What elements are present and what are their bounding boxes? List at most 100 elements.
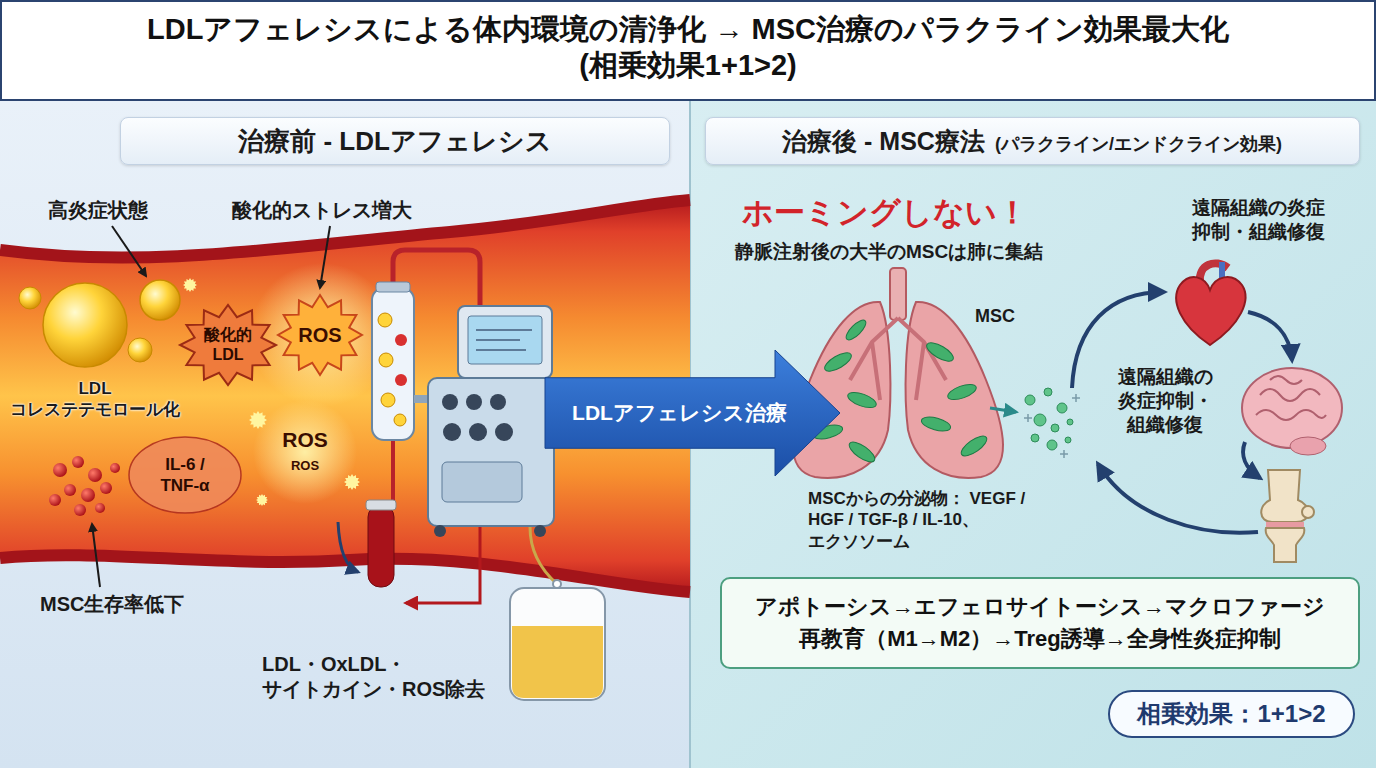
node-content: 治療後 - MSC療法(パラクライン/エンドクライン効果) (782, 125, 1282, 158)
waste-bag (510, 588, 605, 700)
warning-text: ホーミングしない！ (742, 194, 1028, 233)
apheresis-machine (495, 423, 513, 441)
organ-label: 遠隔組織の 炎症抑制・ 組織修復 (1110, 365, 1220, 436)
red-blood-cells (88, 468, 102, 482)
oxidative-burst (180, 305, 276, 385)
ldl-particle (43, 283, 127, 367)
brain (1242, 368, 1342, 448)
msc-cell (843, 317, 868, 342)
knee-joint (1261, 470, 1308, 522)
msc-cell (946, 381, 978, 403)
cycle-arrow (1098, 464, 1258, 533)
heart (1176, 277, 1245, 345)
apheresis-machine (476, 330, 532, 350)
blood-tube (338, 522, 358, 572)
red-blood-cells (53, 463, 67, 477)
lungs (850, 318, 946, 400)
secreted-particles (1031, 434, 1039, 442)
apheresis-machine (394, 414, 406, 426)
node-text: 治療後 - MSC療法 (782, 125, 985, 158)
red-blood-cells (81, 488, 95, 502)
secreted-particles (1034, 414, 1046, 426)
red-blood-cells (110, 463, 120, 473)
red-blood-cells (49, 494, 61, 506)
apheresis-machine (442, 394, 458, 410)
oxidative-burst (344, 474, 360, 490)
lungs (890, 268, 906, 320)
mechanism-box: アポトーシス→エフェロサイトーシス→マクロファージ 再教育（M1→M2）→Tre… (720, 577, 1360, 669)
cycle-arrow (1243, 442, 1260, 478)
red-blood-cells (49, 456, 120, 516)
waste-bag (512, 626, 603, 698)
blood-vessel (253, 400, 357, 504)
secreted-particles (1024, 394, 1080, 458)
node-content: 相乗効果：1+1>2 (1137, 698, 1325, 730)
lungs (793, 268, 1003, 478)
apheresis-machine (376, 282, 410, 292)
synergy-badge: 相乗効果：1+1>2 (1108, 690, 1355, 738)
knee-joint (1261, 470, 1314, 562)
blood-tube (406, 527, 480, 603)
msc-cell (846, 438, 877, 465)
apheresis-machine (391, 440, 395, 502)
apheresis-machine (442, 462, 522, 502)
knee-joint (1266, 528, 1305, 562)
lungs (906, 302, 1003, 478)
brain (1290, 437, 1326, 455)
red-blood-cells (95, 503, 105, 513)
msc-cell (958, 432, 989, 459)
node-text: 相乗効果：1+1>2 (1137, 698, 1325, 730)
red-blood-cells (72, 456, 84, 468)
apheresis-machine (395, 374, 407, 386)
cell-label: MSC (975, 305, 1015, 328)
blood-tube (366, 500, 396, 510)
msc-cell (990, 408, 1016, 412)
note-text: 静脈注射後の大半のMSCは肺に集結 (735, 240, 1043, 264)
msc-cell (812, 317, 1016, 465)
organ-label: 遠隔組織の炎症 抑制・組織修復 (1183, 196, 1333, 244)
secretion-list: MSCからの分泌物： VEGF / HGF / TGF-β / IL-10、 エ… (808, 488, 1058, 552)
node-text: 治療前 - LDLアフェレシス (238, 124, 552, 159)
callout-label: 高炎症状態 (48, 198, 148, 223)
brain (1256, 376, 1326, 420)
secreted-particles (1024, 388, 1080, 458)
apheresis-machine (379, 353, 393, 367)
secreted-particles (1067, 419, 1073, 425)
process-arrow: LDLアフェレシス治療 (545, 350, 840, 476)
brain (1242, 368, 1342, 455)
knee-joint (1302, 506, 1314, 518)
arrow-shape (545, 350, 840, 476)
apheresis-machine (428, 378, 554, 526)
leader-arrow (320, 226, 330, 288)
red-blood-cells (64, 484, 76, 496)
msc-cell (920, 414, 952, 433)
removal-note: LDL・OxLDL・ サイトカイン・ROS除去 (262, 652, 502, 702)
leader-arrow (92, 524, 100, 587)
apheresis-machine (468, 316, 542, 364)
blood-tube (368, 505, 394, 587)
oxidative-burst (256, 494, 268, 506)
waste-bag (530, 527, 557, 584)
burst-label: 酸化的 LDL (198, 325, 258, 365)
apheresis-machine (434, 525, 446, 537)
cytokine-cloud (129, 437, 241, 513)
burst-label: ROS (298, 323, 341, 348)
node-text: アポトーシス→エフェロサイトーシス→マクロファージ 再教育（M1→M2）→Tre… (755, 594, 1325, 651)
secreted-particles (1047, 440, 1057, 450)
apheresis-machine (381, 393, 395, 407)
background-panels (1, 1, 1375, 100)
apheresis-machine (378, 313, 392, 327)
apheresis-machine (443, 423, 461, 441)
msc-cell (822, 349, 854, 374)
apheresis-machine (372, 288, 414, 440)
knee-joint (1266, 522, 1304, 527)
cytokine-cloud (129, 437, 241, 513)
callout-label: 酸化的ストレス増大 (232, 198, 412, 223)
ldl-particle (19, 280, 180, 367)
secreted-particles (1057, 403, 1067, 413)
ldl-particle (140, 280, 180, 320)
secreted-particles (1044, 388, 1052, 396)
